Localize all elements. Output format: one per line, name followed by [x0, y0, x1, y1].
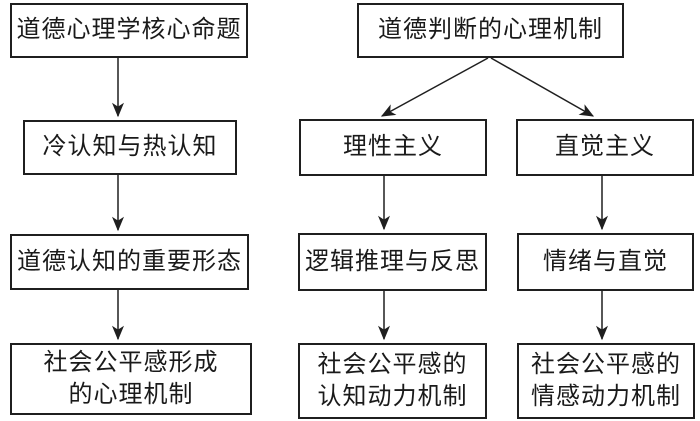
node-important-forms-of-moral-cognition: 道德认知的重要形态 [10, 234, 249, 290]
node-cognitive-dynamic-mechanism-of-social-fairness: 社会公平感的 认知动力机制 [298, 343, 487, 419]
arrow-judgment-to-rationalism [380, 57, 489, 117]
node-emotion-and-intuition: 情绪与直觉 [517, 233, 694, 291]
node-logical-reasoning-and-reflection: 逻辑推理与反思 [298, 233, 487, 291]
node-psych-mechanism-of-moral-judgment: 道德判断的心理机制 [357, 3, 624, 58]
node-cold-and-hot-cognition: 冷认知与热认知 [23, 120, 237, 175]
node-moral-psychology-core-proposition: 道德心理学核心命题 [10, 3, 248, 58]
arrow-judgment-to-intuitionism [490, 57, 595, 117]
node-affective-dynamic-mechanism-of-social-fairness: 社会公平感的 情感动力机制 [517, 343, 695, 419]
node-rationalism: 理性主义 [299, 119, 487, 176]
node-psych-mechanism-of-social-fairness-formation: 社会公平感形成 的心理机制 [10, 343, 252, 415]
node-intuitionism: 直觉主义 [516, 119, 694, 176]
